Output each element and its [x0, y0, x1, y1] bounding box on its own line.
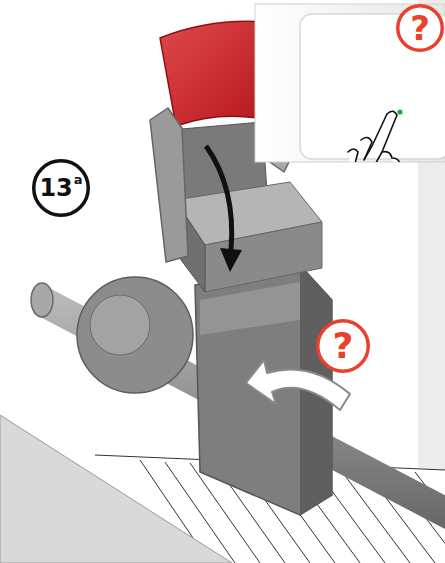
circle-shape: [34, 161, 89, 216]
text-group: ?: [333, 328, 354, 364]
drive-unit: [77, 265, 332, 515]
text-group: 13a: [39, 176, 82, 200]
rail-end-cap: [31, 283, 53, 317]
circle-shape: [398, 6, 443, 51]
fold-arrow: [206, 146, 242, 272]
superscript-text: a: [74, 173, 83, 186]
question-mark-badge: ?: [316, 319, 370, 373]
left-armrest: [150, 108, 188, 262]
finger-outline: [364, 114, 387, 160]
inset-panel: [255, 4, 445, 180]
node-text: ?: [410, 11, 430, 45]
pointing-hand: [348, 111, 400, 162]
circle-shape: [318, 321, 369, 372]
node-text: 13: [39, 176, 72, 200]
wall-slab: [0, 415, 232, 563]
step-number: 13a: [32, 159, 90, 217]
question-mark-badge: ?: [396, 4, 444, 52]
node-text: ?: [333, 328, 354, 364]
text-group: ?: [410, 11, 430, 45]
red-backrest: [160, 21, 266, 126]
status-led: [397, 109, 402, 114]
